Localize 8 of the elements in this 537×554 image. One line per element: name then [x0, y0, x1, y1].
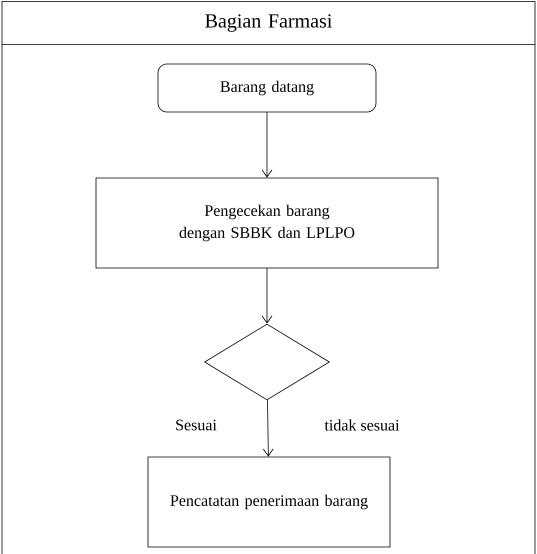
process-box: Pengecekan barang dengan SBBK dan LPLPO — [96, 178, 438, 268]
arrow — [262, 112, 272, 178]
arrow — [262, 400, 274, 457]
arrow — [262, 268, 272, 324]
branch-label: tidak sesuai — [324, 419, 400, 431]
branch-label: Sesuai — [176, 420, 217, 430]
start-box: Barang datang — [158, 64, 376, 112]
process-box: Pencatatan penerimaan barang — [148, 456, 390, 548]
